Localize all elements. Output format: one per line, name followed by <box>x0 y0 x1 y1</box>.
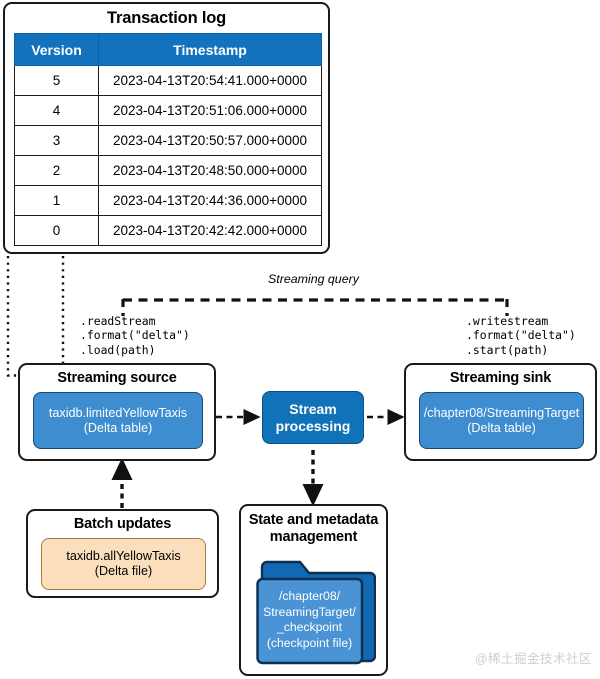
streaming-source-title: Streaming source <box>57 370 177 386</box>
stream-processing-line1: Stream <box>289 400 337 417</box>
cell-timestamp: 2023-04-13T20:54:41.000+0000 <box>98 65 322 96</box>
table-row: 5 2023-04-13T20:54:41.000+0000 <box>14 65 322 96</box>
streaming-source-node-line2: (Delta table) <box>83 420 153 435</box>
folder-icon: /chapter08/ StreamingTarget/ _checkpoint… <box>256 551 377 668</box>
write-stream-code: .writestream .format("delta") .start(pat… <box>466 314 576 357</box>
transaction-log-title: Transaction log <box>107 9 226 27</box>
folder-label: /chapter08/ StreamingTarget/ _checkpoint… <box>256 589 363 651</box>
batch-updates-node: taxidb.allYellowTaxis (Delta file) <box>41 538 206 590</box>
state-metadata-box: State and metadata management /chapter08… <box>239 504 388 676</box>
stream-processing-node: Stream processing <box>262 391 364 444</box>
cell-timestamp: 2023-04-13T20:44:36.000+0000 <box>98 185 322 216</box>
cell-version: 4 <box>14 95 99 126</box>
folder-label-line3: _checkpoint <box>276 620 343 634</box>
cell-version: 0 <box>14 215 99 246</box>
transaction-log-card: Transaction log Version Timestamp 5 2023… <box>3 2 330 254</box>
table-row: 0 2023-04-13T20:42:42.000+0000 <box>14 215 322 246</box>
cell-version: 5 <box>14 65 99 96</box>
table-row: 1 2023-04-13T20:44:36.000+0000 <box>14 185 322 216</box>
state-metadata-title-line1: State and metadata <box>248 512 379 528</box>
cell-timestamp: 2023-04-13T20:51:06.000+0000 <box>98 95 322 126</box>
streaming-sink-node: /chapter08/StreamingTarget (Delta table) <box>419 392 584 449</box>
batch-updates-node-line2: (Delta file) <box>94 564 153 578</box>
table-header-row: Version Timestamp <box>14 33 322 66</box>
batch-updates-node-line1: taxidb.allYellowTaxis <box>66 549 181 563</box>
cell-version: 2 <box>14 155 99 186</box>
column-header-timestamp: Timestamp <box>98 33 322 66</box>
streaming-sink-box: Streaming sink /chapter08/StreamingTarge… <box>404 363 597 461</box>
cell-timestamp: 2023-04-13T20:42:42.000+0000 <box>98 215 322 246</box>
watermark: @稀土掘金技术社区 <box>474 652 592 666</box>
state-metadata-title-line2: management <box>269 529 358 545</box>
streaming-sink-node-line1: /chapter08/StreamingTarget <box>423 405 580 420</box>
folder-label-line2: StreamingTarget/ <box>263 604 356 619</box>
streaming-source-node: taxidb.limitedYellowTaxis (Delta table) <box>33 392 203 449</box>
batch-updates-box: Batch updates taxidb.allYellowTaxis (Del… <box>26 509 219 598</box>
streaming-source-node-line1: taxidb.limitedYellowTaxis <box>48 405 188 420</box>
streaming-source-box: Streaming source taxidb.limitedYellowTax… <box>18 363 216 461</box>
read-stream-code: .readStream .format("delta") .load(path) <box>80 314 190 357</box>
batch-updates-title: Batch updates <box>73 516 172 532</box>
column-header-version: Version <box>14 33 99 66</box>
stream-processing-line2: processing <box>275 417 351 434</box>
streaming-query-label: Streaming query <box>268 272 359 286</box>
cell-version: 3 <box>14 125 99 156</box>
table-row: 3 2023-04-13T20:50:57.000+0000 <box>14 125 322 156</box>
streaming-sink-title: Streaming sink <box>449 370 552 386</box>
transaction-log-table: Version Timestamp 5 2023-04-13T20:54:41.… <box>14 33 322 246</box>
cell-version: 1 <box>14 185 99 216</box>
table-row: 2 2023-04-13T20:48:50.000+0000 <box>14 155 322 186</box>
folder-label-line1: /chapter08/ <box>279 589 340 603</box>
cell-timestamp: 2023-04-13T20:50:57.000+0000 <box>98 125 322 156</box>
table-row: 4 2023-04-13T20:51:06.000+0000 <box>14 95 322 126</box>
cell-timestamp: 2023-04-13T20:48:50.000+0000 <box>98 155 322 186</box>
folder-label-line4: (checkpoint file) <box>266 635 353 650</box>
streaming-sink-node-line2: (Delta table) <box>467 420 536 435</box>
